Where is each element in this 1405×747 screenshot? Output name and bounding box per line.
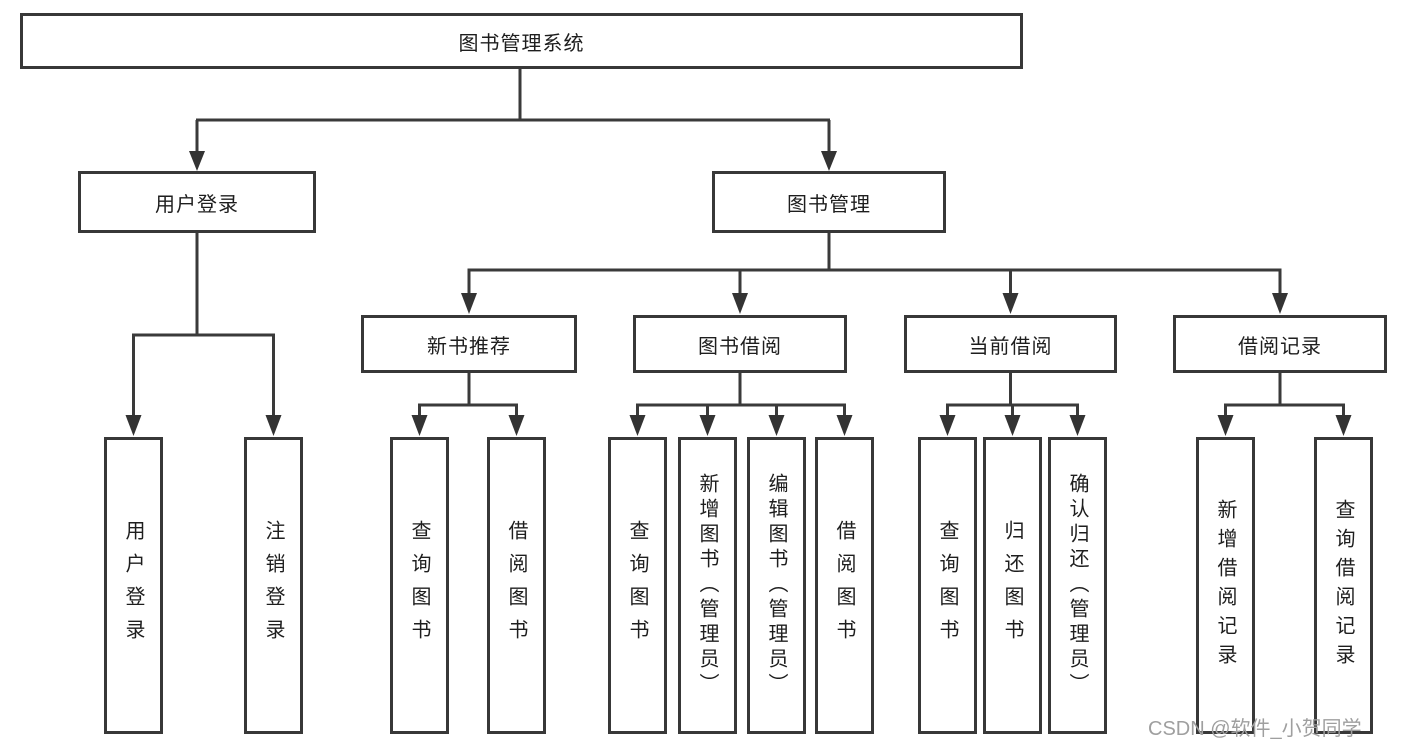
node-book-management: 图书管理 (712, 171, 946, 233)
arrowhead-icon (265, 415, 282, 436)
leaf-query-books: 查询图书 (390, 437, 449, 734)
node-root-library-system: 图书管理系统 (20, 13, 1023, 69)
arrowhead-icon (836, 415, 853, 436)
arrowhead-icon (189, 151, 205, 171)
node-borrow-record: 借阅记录 (1173, 315, 1387, 373)
connector-user-login-children (132, 233, 275, 416)
csdn-watermark: CSDN @软件_小贺同学 (1148, 718, 1362, 740)
connector-borrow-record-children (1224, 373, 1345, 416)
arrowhead-icon (461, 293, 477, 314)
arrowhead-icon (939, 415, 956, 436)
arrowhead-icon (768, 415, 785, 436)
leaf-logout: 注销登录 (244, 437, 303, 734)
leaf-return-books: 归还图书 (983, 437, 1042, 734)
leaf-add-book-admin: 新增图书（管理员） (678, 437, 737, 734)
leaf-add-borrow-record: 新增借阅记录 (1196, 437, 1255, 734)
leaf-confirm-return-admin: 确认归还（管理员） (1048, 437, 1107, 734)
connector-book-borrow-children (636, 373, 846, 416)
arrowhead-icon (821, 151, 837, 171)
arrowhead-icon (699, 415, 716, 436)
connector-book-management-children (467, 233, 1282, 294)
connector-new-book-children (418, 373, 518, 416)
arrowhead-icon (629, 415, 646, 436)
arrowhead-icon (732, 293, 748, 314)
arrowhead-icon (125, 415, 142, 436)
arrowhead-icon (1335, 415, 1352, 436)
leaf-query-books: 查询图书 (918, 437, 977, 734)
leaf-query-borrow-record: 查询借阅记录 (1314, 437, 1373, 734)
leaf-borrow-books: 借阅图书 (815, 437, 874, 734)
leaf-edit-book-admin: 编辑图书（管理员） (747, 437, 806, 734)
arrowhead-icon (1272, 293, 1288, 314)
leaf-query-books: 查询图书 (608, 437, 667, 734)
arrowhead-icon (1217, 415, 1234, 436)
arrowhead-icon (1069, 415, 1086, 436)
arrowhead-icon (1002, 293, 1019, 314)
arrowhead-icon (1004, 415, 1021, 436)
node-current-borrow: 当前借阅 (904, 315, 1117, 373)
node-user-login: 用户登录 (78, 171, 316, 233)
leaf-user-login: 用户登录 (104, 437, 163, 734)
arrowhead-icon (411, 415, 428, 436)
node-new-book-recommend: 新书推荐 (361, 315, 577, 373)
node-book-borrow: 图书借阅 (633, 315, 847, 373)
arrowhead-icon (508, 415, 525, 436)
connector-current-borrow-children (946, 373, 1079, 416)
connector-root-to-level2 (195, 69, 831, 152)
leaf-borrow-books: 借阅图书 (487, 437, 546, 734)
